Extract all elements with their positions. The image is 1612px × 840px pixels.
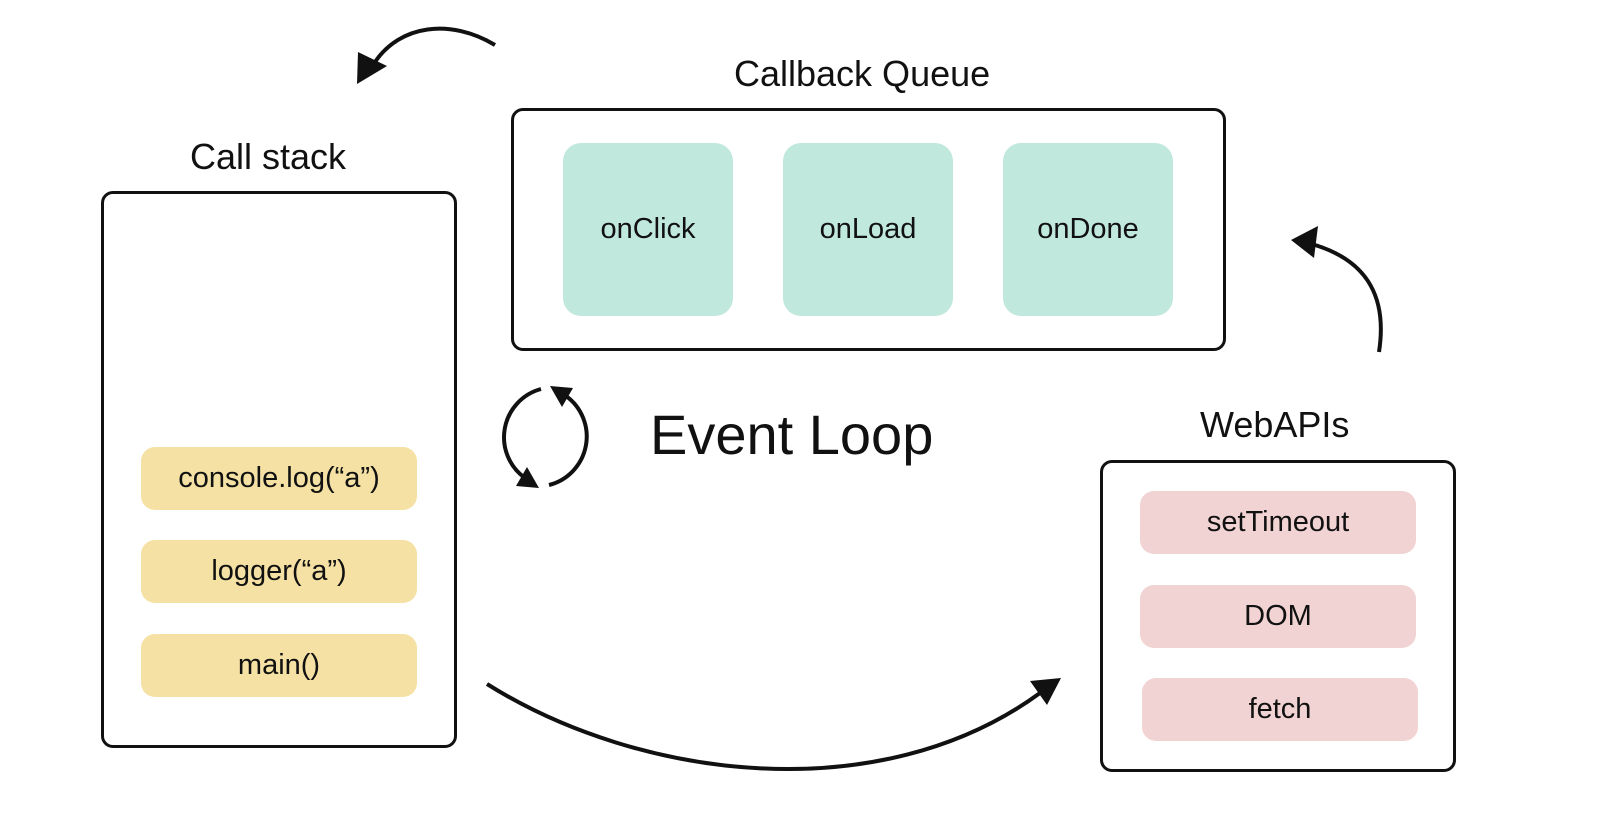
call-stack-item-console-log: console.log(“a”) [141,447,417,510]
call-stack-item-logger: logger(“a”) [141,540,417,603]
callback-queue-item-ondone: onDone [1003,143,1173,316]
call-stack-item-main: main() [141,634,417,697]
event-loop-cycle-icon [502,386,589,488]
callback-queue-item-onclick: onClick [563,143,733,316]
arrow-webapis-to-queue-icon [1291,226,1383,353]
web-api-item-fetch: fetch [1142,678,1418,741]
web-api-item-settimeout: setTimeout [1140,491,1416,554]
arrow-queue-to-stack-icon [357,26,497,84]
callback-queue-title: Callback Queue [734,53,991,94]
call-stack-title: Call stack [190,136,347,177]
arrow-stack-to-webapis-icon [485,678,1061,771]
callback-queue-item-onload: onLoad [783,143,953,316]
web-apis-title: WebAPIs [1200,404,1350,445]
web-api-item-dom: DOM [1140,585,1416,648]
event-loop-label: Event Loop [650,403,934,466]
